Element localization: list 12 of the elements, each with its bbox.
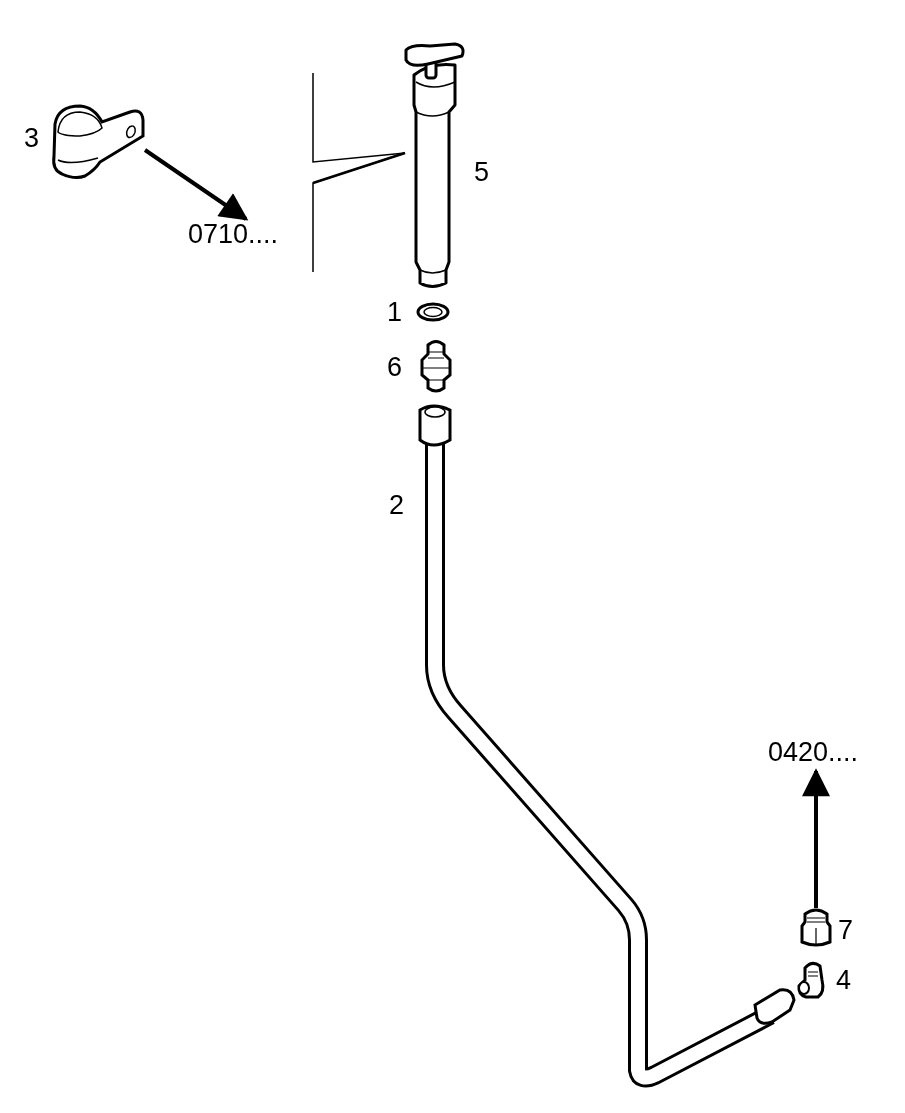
arrow bbox=[802, 768, 830, 908]
reference-text: 0710.... bbox=[188, 219, 279, 249]
callout-number: 7 bbox=[838, 915, 854, 945]
callout-number: 5 bbox=[474, 157, 490, 187]
arrow bbox=[143, 148, 249, 221]
callout-number: 6 bbox=[387, 352, 403, 382]
plug-drawing bbox=[799, 908, 833, 948]
callout-number: 1 bbox=[387, 297, 403, 327]
reference-text: 0420.... bbox=[768, 737, 859, 767]
callout-number: 2 bbox=[389, 490, 405, 520]
callout-number: 3 bbox=[24, 123, 40, 153]
callout-number: 4 bbox=[836, 965, 852, 995]
